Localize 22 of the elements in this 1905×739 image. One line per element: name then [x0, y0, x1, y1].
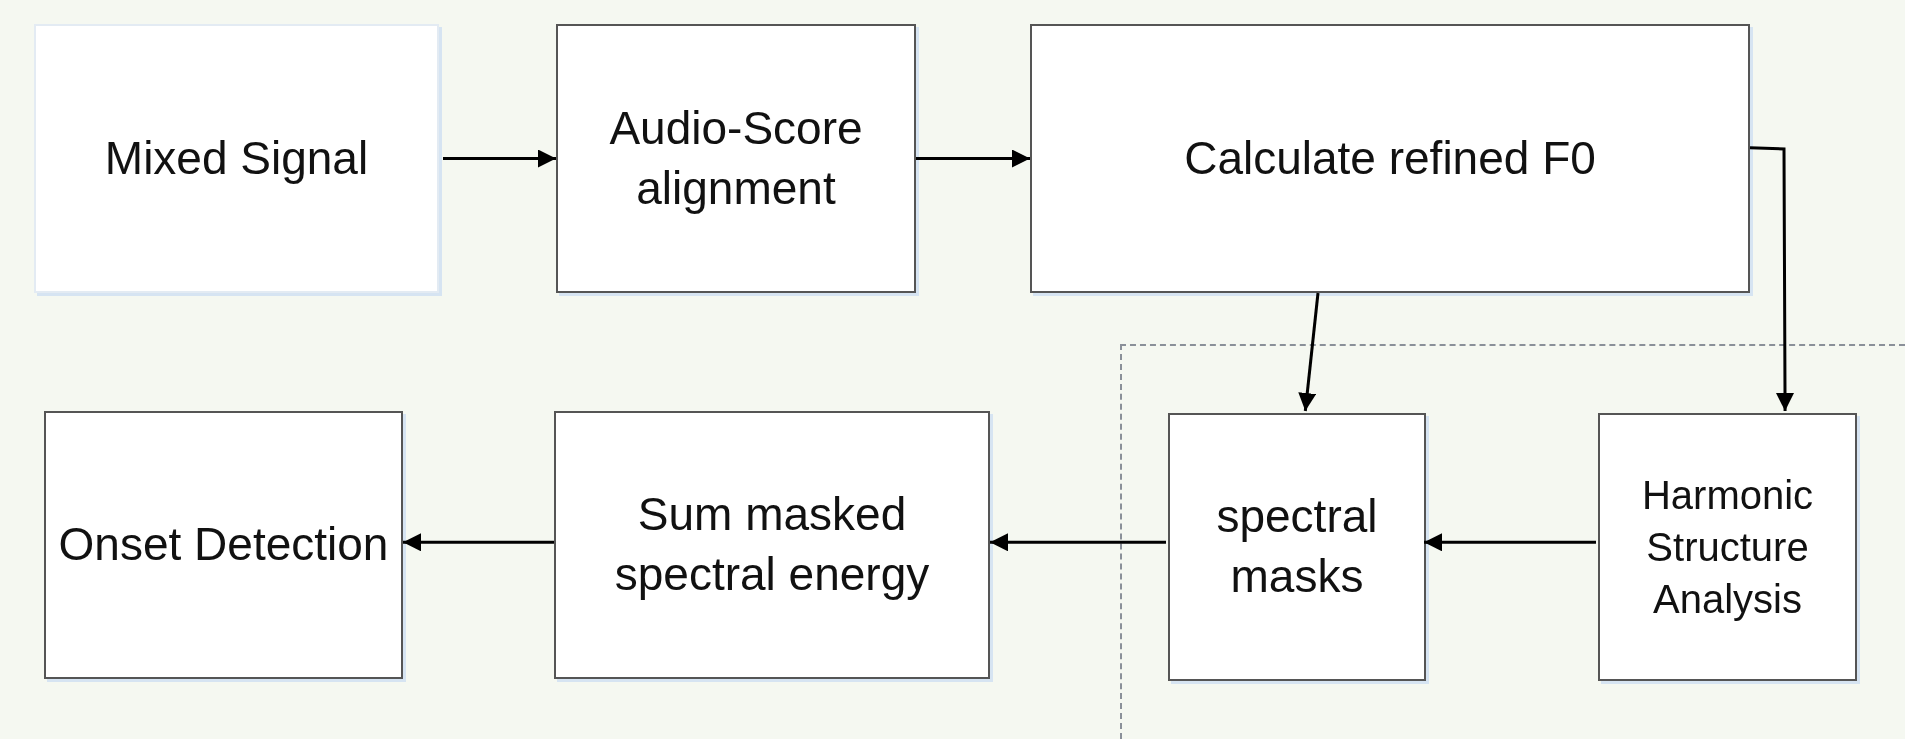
- box-label: Mixed Signal: [104, 130, 369, 186]
- box-label: Sum masked spectral energy: [613, 487, 931, 602]
- arrow: [1424, 533, 1596, 552]
- box-label: Audio-Score alignment: [608, 100, 864, 216]
- arrow: [916, 149, 1030, 168]
- dashed-region: [1120, 344, 1905, 739]
- box-label: Onset Detection: [58, 517, 389, 573]
- process-box: [1030, 24, 1750, 293]
- arrow: [403, 533, 554, 552]
- process-box: [556, 24, 916, 293]
- box-label: Calculate refined F0: [1184, 130, 1596, 186]
- arrow: [1298, 292, 1320, 412]
- process-box: [1598, 413, 1857, 681]
- arrow: [443, 149, 556, 168]
- process-box: [554, 411, 990, 679]
- arrow: [990, 533, 1166, 552]
- process-box: [34, 24, 439, 293]
- box-label: spectral masks: [1215, 489, 1379, 604]
- process-box: [44, 411, 403, 679]
- box-label: Harmonic Structure Analysis: [1640, 472, 1815, 623]
- arrow: [1749, 146, 1794, 411]
- process-box: [1168, 413, 1426, 681]
